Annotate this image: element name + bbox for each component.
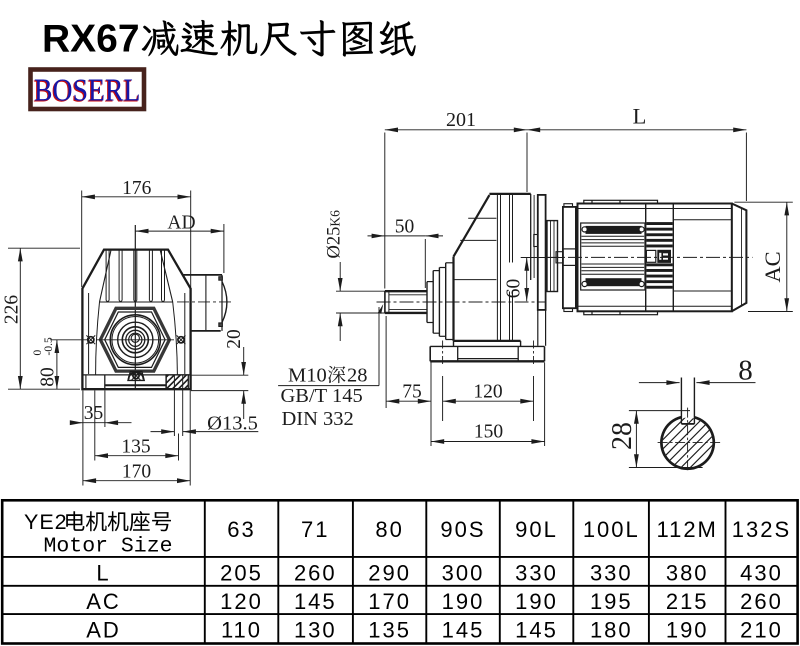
svg-text:75: 75 — [402, 381, 422, 402]
svg-text:AC: AC — [86, 589, 121, 614]
svg-text:100L: 100L — [583, 517, 640, 542]
svg-text:90S: 90S — [440, 517, 485, 542]
svg-text:380: 380 — [666, 560, 709, 585]
svg-text:130: 130 — [294, 618, 337, 643]
svg-text:Ø13.5: Ø13.5 — [207, 412, 258, 434]
svg-text:Motor Size: Motor Size — [43, 535, 172, 559]
svg-text:145: 145 — [442, 618, 485, 643]
svg-text:132S: 132S — [732, 517, 791, 542]
svg-text:71: 71 — [301, 517, 329, 542]
svg-text:201: 201 — [446, 109, 476, 131]
svg-text:AD: AD — [167, 212, 195, 233]
svg-text:GB/T 145: GB/T 145 — [281, 385, 363, 407]
svg-text:260: 260 — [294, 560, 337, 585]
svg-text:63: 63 — [227, 517, 255, 542]
svg-text:300: 300 — [442, 560, 485, 585]
svg-text:Ø25K6: Ø25K6 — [325, 210, 345, 259]
svg-text:35: 35 — [84, 403, 104, 424]
svg-text:28: 28 — [347, 365, 368, 387]
svg-text:L: L — [633, 103, 647, 128]
svg-text:112M: 112M — [656, 517, 717, 542]
svg-text:80: 80 — [375, 517, 403, 542]
svg-text:205: 205 — [220, 560, 263, 585]
svg-text:430: 430 — [740, 560, 783, 585]
svg-text:8: 8 — [738, 355, 753, 387]
svg-text:170: 170 — [122, 461, 151, 482]
svg-text:DIN 332: DIN 332 — [282, 408, 354, 430]
svg-text:135: 135 — [368, 618, 411, 643]
svg-text:190: 190 — [442, 589, 485, 614]
svg-text:150: 150 — [474, 422, 503, 443]
svg-text:190: 190 — [515, 589, 558, 614]
svg-text:RX67: RX67 — [42, 18, 140, 61]
svg-text:120: 120 — [220, 589, 263, 614]
svg-text:0: 0 — [32, 350, 44, 356]
svg-text:330: 330 — [590, 560, 633, 585]
svg-text:195: 195 — [590, 589, 633, 614]
svg-text:BOSERL: BOSERL — [34, 72, 141, 107]
svg-text:170: 170 — [368, 589, 411, 614]
svg-text:290: 290 — [368, 560, 411, 585]
svg-text:260: 260 — [740, 589, 783, 614]
svg-text:226: 226 — [1, 295, 22, 325]
svg-text:210: 210 — [740, 618, 783, 643]
svg-text:110: 110 — [221, 618, 262, 643]
svg-text:135: 135 — [121, 436, 150, 457]
svg-text:120: 120 — [473, 381, 502, 402]
svg-text:145: 145 — [294, 589, 337, 614]
svg-text:215: 215 — [666, 589, 709, 614]
svg-text:AD: AD — [86, 618, 121, 643]
svg-text:20: 20 — [224, 329, 245, 349]
svg-text:L: L — [96, 560, 110, 585]
svg-text:145: 145 — [515, 618, 558, 643]
svg-text:80: 80 — [38, 367, 59, 387]
svg-text:176: 176 — [122, 178, 152, 199]
svg-text:90L: 90L — [515, 517, 558, 542]
svg-text:YE2: YE2 — [24, 510, 68, 534]
svg-text:330: 330 — [515, 560, 558, 585]
svg-text:-0.5: -0.5 — [43, 337, 55, 355]
svg-text:AC: AC — [760, 251, 785, 282]
svg-text:180: 180 — [590, 618, 633, 643]
svg-text:M10: M10 — [288, 365, 327, 387]
svg-text:190: 190 — [666, 618, 709, 643]
svg-text:60: 60 — [504, 279, 525, 299]
svg-text:28: 28 — [607, 422, 638, 450]
svg-text:50: 50 — [395, 216, 415, 237]
